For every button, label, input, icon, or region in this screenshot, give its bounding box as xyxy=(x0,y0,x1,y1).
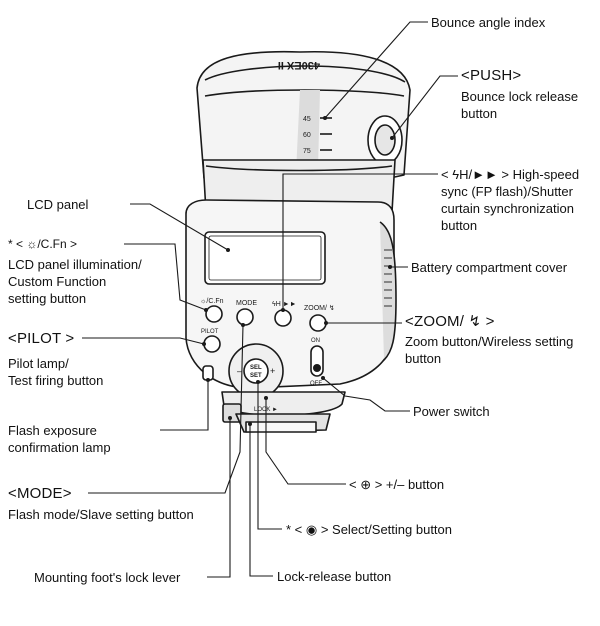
label-highspeed: < ϟH/►► > High-speed sync (FP flash)/Shu… xyxy=(441,167,580,233)
leader-select xyxy=(257,382,282,530)
label-mode-title: <MODE> xyxy=(8,485,72,502)
label-flash-exposure: Flash exposure confirmation lamp xyxy=(8,423,111,455)
leader-illum xyxy=(124,243,207,311)
select-set-button xyxy=(243,358,269,384)
leader-highspeed xyxy=(282,173,438,310)
zoom-button xyxy=(309,314,327,332)
label-illum-key: * < ☼/C.Fn > xyxy=(8,237,78,251)
zoom-text: ZOOM/ ↯ xyxy=(304,304,335,312)
leader-bounce-angle xyxy=(324,21,428,119)
label-zoom-desc: Zoom button/Wireless setting button xyxy=(405,334,574,366)
flash-head-shade xyxy=(296,90,320,172)
mode-button xyxy=(236,308,254,326)
label-illum-desc: LCD panel illumination/ Custom Function … xyxy=(8,257,142,306)
confirmation-lamp xyxy=(202,365,214,381)
dial-minus: – xyxy=(237,366,242,376)
cfn-text: ☼/C.Fn xyxy=(200,298,224,305)
leader-lock-release xyxy=(249,424,273,577)
angle-mark-60: 60 xyxy=(303,132,311,139)
highspeed-button xyxy=(274,309,292,327)
label-foot-lock: Mounting foot's lock lever xyxy=(34,570,181,585)
dial-plus: + xyxy=(270,366,275,376)
leader-dial xyxy=(265,398,346,485)
label-battery: Battery compartment cover xyxy=(411,260,568,275)
flash-body xyxy=(185,199,395,389)
label-lock-release: Lock-release button xyxy=(277,569,392,584)
leader-push xyxy=(391,75,458,139)
angle-mark-45: 45 xyxy=(303,116,311,123)
leader-power xyxy=(322,377,410,412)
flash-head-top xyxy=(204,65,406,83)
leader-flash-exposure xyxy=(160,380,209,431)
model-text: 430EX II xyxy=(278,59,320,71)
label-dial: < ⊕ > +/– button xyxy=(349,477,445,492)
label-lcd-panel: LCD panel xyxy=(27,197,89,212)
leader-lcd xyxy=(130,203,229,251)
pilot-text: PILOT xyxy=(201,329,219,335)
battery-cover xyxy=(379,221,397,361)
label-power-switch: Power switch xyxy=(413,404,490,419)
on-text: ON xyxy=(311,338,320,344)
sel-text: SEL xyxy=(250,365,262,371)
label-push-title: <PUSH> xyxy=(461,67,522,84)
mode-text: MODE xyxy=(236,300,257,307)
label-pilot-title: <PILOT > xyxy=(8,330,75,347)
pilot-button xyxy=(203,335,221,353)
lcd-panel xyxy=(204,231,326,285)
label-push-desc: Bounce lock release button xyxy=(461,89,579,121)
label-pilot-desc: Pilot lamp/ Test firing button xyxy=(8,356,104,388)
label-zoom-title: <ZOOM/ ↯ > xyxy=(405,313,495,330)
leader-foot-lock xyxy=(207,418,231,578)
label-bounce-angle-index: Bounce angle index xyxy=(431,15,546,30)
leader-mode xyxy=(88,324,244,494)
highspeed-text: ϟH ►► xyxy=(272,301,297,308)
angle-mark-75: 75 xyxy=(303,148,311,155)
label-select: * < ◉ > Select/Setting button xyxy=(286,522,453,537)
cfn-button xyxy=(205,305,223,323)
off-text: OFF xyxy=(310,381,322,387)
set-text: SET xyxy=(250,373,262,379)
leader-pilot xyxy=(82,337,205,345)
label-mode-desc: Flash mode/Slave setting button xyxy=(8,507,194,522)
